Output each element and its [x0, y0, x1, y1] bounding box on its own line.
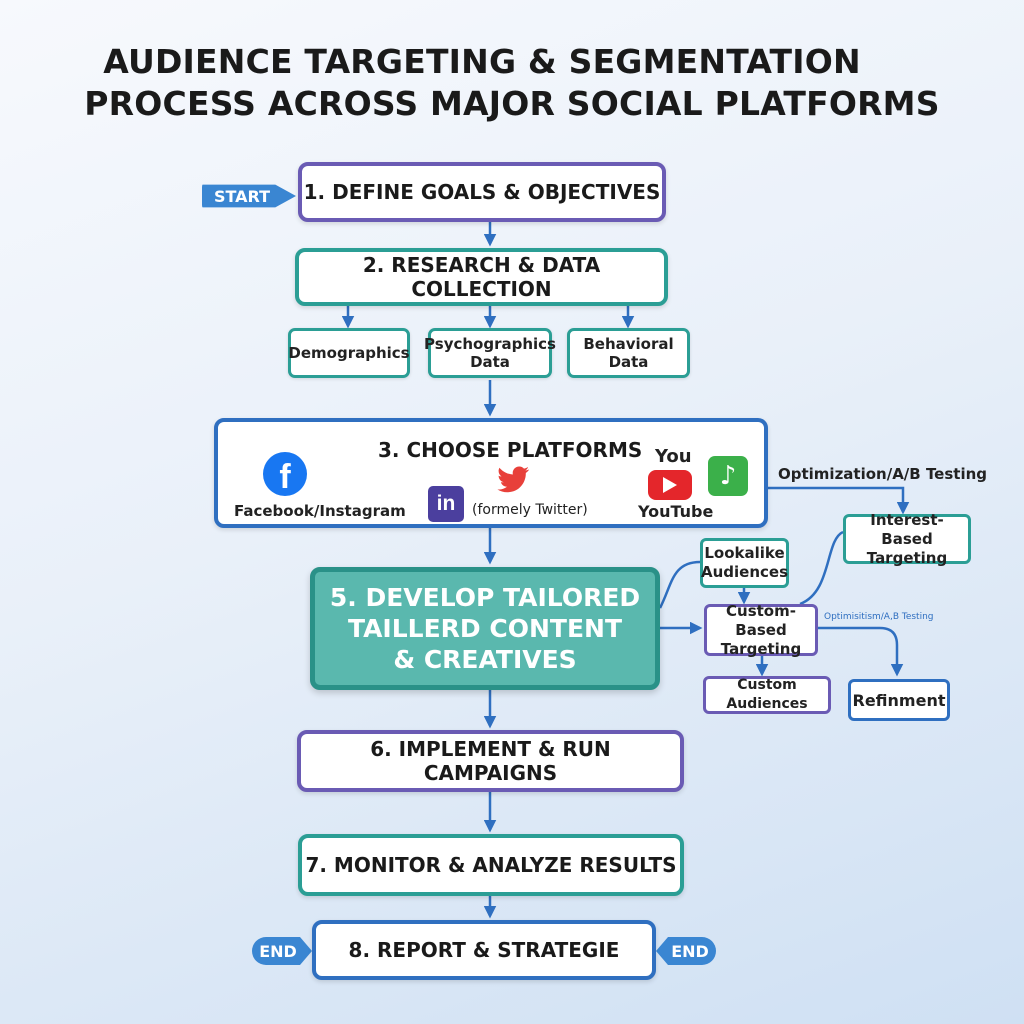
curve-develop-to-lookalike [658, 560, 701, 609]
step-develop-content[interactable]: 5. DEVELOP TAILORED TAILLERD CONTENT & C… [310, 567, 660, 690]
step-choose-platforms-label: 3. CHOOSE PLATFORMS [378, 438, 643, 462]
twitter-label: (formely Twitter) [472, 502, 588, 518]
step-monitor-label: 7. MONITOR & ANALYZE RESULTS [305, 853, 677, 877]
facebook-label: Facebook/Instagram [234, 502, 406, 520]
end-badge-right: END [656, 937, 716, 965]
step-develop-line1: 5. DEVELOP TAILORED [329, 583, 641, 612]
arrow-custom-based-to-refinement [818, 626, 904, 677]
refinement-label: Refinment [852, 690, 946, 710]
lookalike-line2: Audiences [701, 563, 789, 581]
data-psychographics-line2: Data [470, 353, 510, 371]
arrow-choose-to-optimization [768, 486, 910, 515]
data-psychographics[interactable]: Psychographics Data [424, 328, 556, 378]
data-behavioral[interactable]: Behavioral Data [567, 328, 690, 378]
step-define-goals[interactable]: 1. DEFINE GOALS & OBJECTIVES [298, 162, 666, 222]
youtube-top-label: You [655, 446, 692, 467]
custom-based-targeting[interactable]: Custom-Based Targeting [704, 601, 818, 658]
step-implement-label: 6. IMPLEMENT & RUN CAMPAIGNS [370, 737, 611, 785]
facebook-glyph: f [279, 457, 291, 496]
tiktok-glyph: ♪ [719, 461, 737, 491]
end-label-right: END [671, 941, 709, 961]
start-label: START [213, 186, 271, 206]
start-badge: START [202, 184, 296, 208]
custom-based-line1: Custom-Based [726, 601, 796, 639]
step-report[interactable]: 8. REPORT & STRATEGIE [312, 920, 656, 980]
custom-based-line2: Targeting [720, 639, 802, 658]
step-monitor[interactable]: 7. MONITOR & ANALYZE RESULTS [298, 834, 684, 896]
data-demographics[interactable]: Demographics [288, 328, 410, 378]
youtube-play-shape [663, 477, 677, 493]
curve-custom-based-to-interest [799, 530, 844, 606]
data-demographics-label: Demographics [288, 344, 410, 362]
interest-based-line2: Targeting [866, 548, 948, 567]
linkedin-glyph: in [436, 492, 456, 515]
step-research[interactable]: 2. RESEARCH & DATA COLLECTION [295, 248, 668, 306]
diagram-title-line2: PROCESS ACROSS MAJOR SOCIAL PLATFORMS [84, 84, 940, 123]
tiktok-icon: ♪ [708, 456, 748, 496]
interest-based-line1: Interest-Based [870, 510, 944, 548]
youtube-icon [648, 470, 692, 500]
twitter-bird-shape [497, 466, 530, 493]
step-develop-line2: TAILLERD CONTENT [347, 614, 623, 643]
facebook-icon: f [263, 452, 307, 496]
step-choose-platforms[interactable]: 3. CHOOSE PLATFORMS f Facebook/Instagram… [214, 418, 768, 528]
small-optimization-label: Optimisitism/A,B Testing [824, 612, 934, 622]
youtube-label: YouTube [638, 502, 714, 521]
custom-audiences-label: Custom Audiences [726, 677, 808, 712]
diagram-title-line1: AUDIENCE TARGETING & SEGMENTATION [103, 42, 861, 81]
refinement[interactable]: Refinment [848, 679, 950, 721]
step-report-label: 8. REPORT & STRATEGIE [348, 938, 620, 962]
data-psychographics-line1: Psychographics [424, 335, 556, 353]
custom-audiences[interactable]: Custom Audiences [703, 676, 831, 714]
lookalike-line1: Lookalike [704, 544, 785, 562]
data-behavioral-label: Behavioral Data [583, 335, 674, 371]
step-define-goals-label: 1. DEFINE GOALS & OBJECTIVES [303, 180, 661, 204]
optimization-ab-label: Optimization/A/B Testing [778, 465, 988, 483]
lookalike-audiences[interactable]: Lookalike Audiences [700, 538, 789, 588]
end-badge-left: END [252, 937, 312, 965]
step-research-label: 2. RESEARCH & DATA COLLECTION [362, 253, 601, 301]
step-develop-line3: & CREATIVES [393, 645, 577, 674]
linkedin-icon: in [428, 486, 464, 522]
interest-based-targeting[interactable]: Interest-Based Targeting [843, 510, 971, 567]
step-implement[interactable]: 6. IMPLEMENT & RUN CAMPAIGNS [297, 730, 684, 792]
end-label-left: END [259, 941, 297, 961]
twitter-bird-icon [496, 466, 530, 494]
